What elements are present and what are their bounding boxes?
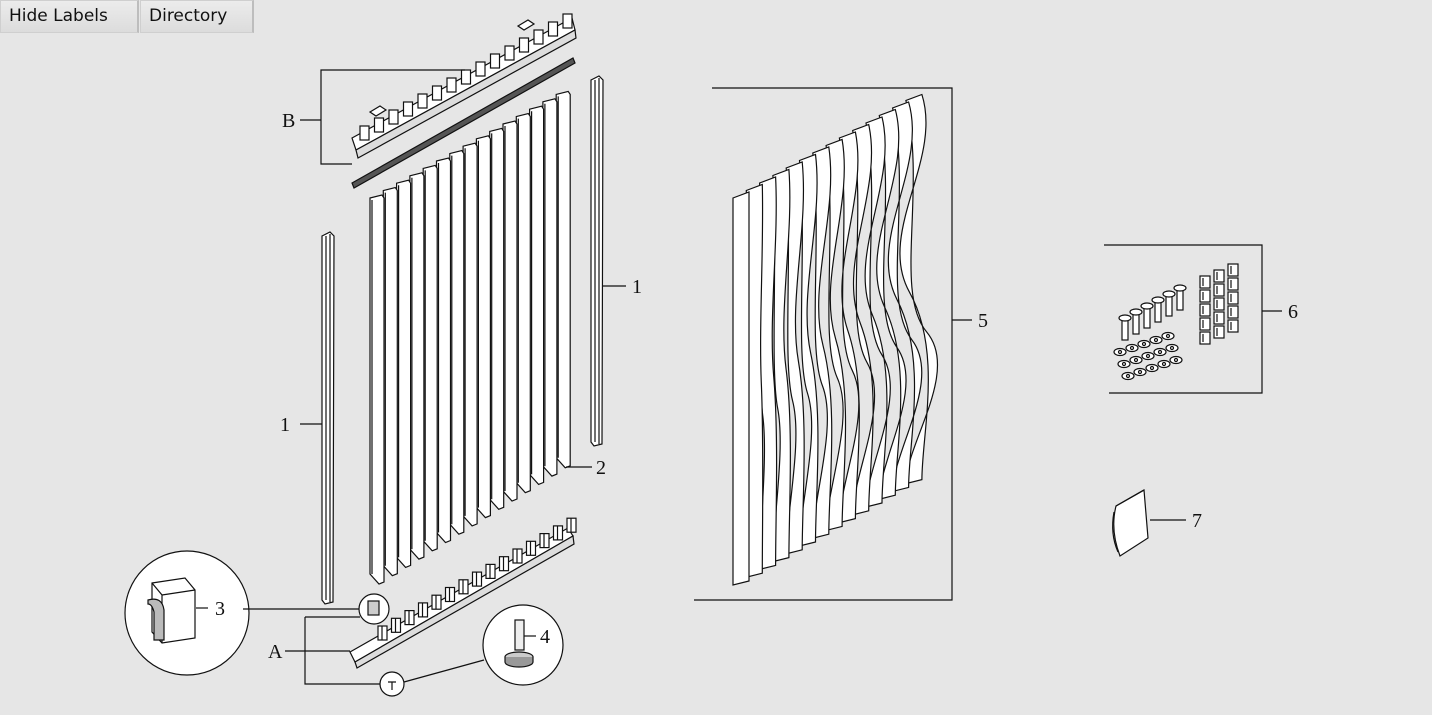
leader-a-bracket <box>304 617 380 685</box>
parts-bag[interactable] <box>1112 489 1149 557</box>
directory-button[interactable]: Directory <box>140 0 254 33</box>
callout-label-3[interactable]: 3 <box>215 598 225 620</box>
leader-5-bracket <box>694 87 953 601</box>
side-frame-left[interactable] <box>321 231 335 605</box>
callout-label-6[interactable]: 6 <box>1288 301 1298 323</box>
bottom-rail-assembly[interactable] <box>349 517 577 669</box>
hardware-kit[interactable] <box>1113 263 1239 381</box>
flat-slats[interactable] <box>369 90 571 585</box>
screw-part <box>504 619 534 668</box>
toolbar: Hide Labels Directory <box>0 0 254 33</box>
wavy-slats[interactable] <box>732 93 939 586</box>
clip-part <box>147 577 196 644</box>
callout-label-4[interactable]: 4 <box>540 626 550 648</box>
leader-4-connector <box>403 659 485 683</box>
callout-label-5[interactable]: 5 <box>978 310 988 332</box>
callout-label-7[interactable]: 7 <box>1192 510 1202 532</box>
leader-b <box>320 69 465 165</box>
leader-6-bracket <box>1104 244 1263 394</box>
callout-label-1-left[interactable]: 1 <box>280 414 290 436</box>
hide-labels-button[interactable]: Hide Labels <box>0 0 139 33</box>
callout-label-b[interactable]: B <box>282 110 295 132</box>
side-frame-right[interactable] <box>590 75 604 447</box>
top-rail-assembly[interactable] <box>351 13 577 189</box>
callout-label-a[interactable]: A <box>268 641 283 663</box>
callout-label-1-right[interactable]: 1 <box>632 276 642 298</box>
callout-label-2[interactable]: 2 <box>596 457 606 479</box>
